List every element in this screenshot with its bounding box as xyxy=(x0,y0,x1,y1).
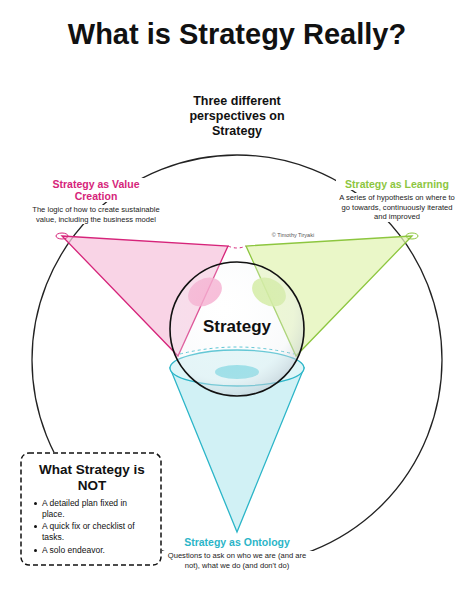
not-box: What Strategy is NOT A detailed plan fixe… xyxy=(20,452,162,566)
bullet-item: A solo endeavor. xyxy=(32,545,152,556)
bullet-text: A solo endeavor. xyxy=(42,545,105,555)
dashed-border xyxy=(21,453,161,565)
strategy-sphere: Strategy xyxy=(169,261,305,397)
perspective-heading: Strategy as Ontology xyxy=(160,536,314,548)
perspective-block: Strategy as OntologyQuestions to ask on … xyxy=(160,536,314,570)
perspective-body: A series of hypothesis on where to go to… xyxy=(336,193,458,221)
title: What is Strategy Really? xyxy=(0,18,474,51)
watermark: © Timothy Tiryaki xyxy=(258,232,328,239)
bullet-dot xyxy=(34,549,37,552)
bullet-dot xyxy=(34,502,37,505)
bullet-item: A detailed plan fixed in place. xyxy=(32,498,152,519)
perspective-block: Strategy as Value CreationThe logic of h… xyxy=(30,178,162,224)
perspective-body: Questions to ask on who we are (and are … xyxy=(160,551,314,570)
perspective-heading: Strategy as Value Creation xyxy=(30,178,162,202)
value-cone-rim xyxy=(56,233,68,239)
bullet-item: A quick fix or checklist of tasks. xyxy=(32,521,152,542)
sphere-label: Strategy xyxy=(169,317,305,337)
bullet-dot xyxy=(34,525,37,528)
perspective-heading: Strategy as Learning xyxy=(336,178,458,190)
perspective-block: Strategy as Learning A series of hypothes… xyxy=(336,178,458,222)
bullet-text: A quick fix or checklist of tasks. xyxy=(42,521,135,542)
box-heading: What Strategy is NOT xyxy=(32,462,152,493)
learning-cone-rim xyxy=(406,233,418,239)
intro-label: Three different perspectives on Strategy xyxy=(172,92,302,141)
sphere-outline xyxy=(170,262,304,396)
bullet-text: A detailed plan fixed in place. xyxy=(42,498,127,519)
dashed-link xyxy=(228,246,246,248)
perspective-body: The logic of how to create sustainable v… xyxy=(30,205,162,224)
